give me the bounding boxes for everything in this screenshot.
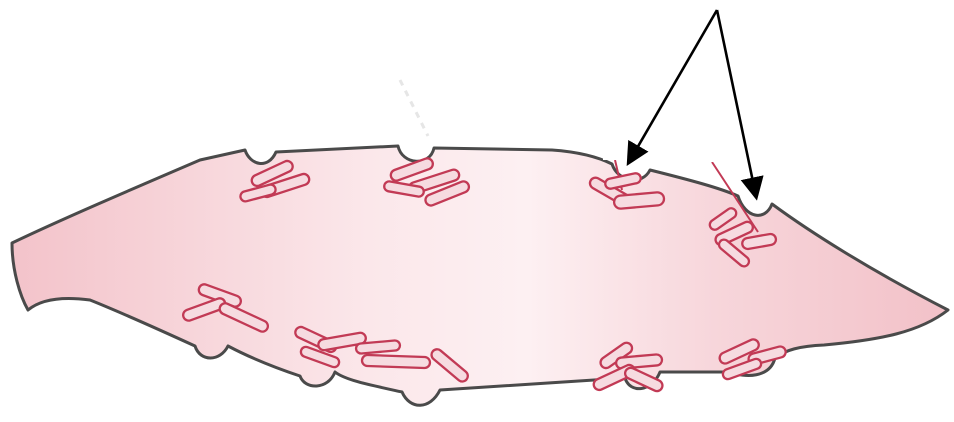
organelle [362, 355, 430, 368]
organelle [614, 192, 665, 209]
fiber-gap-left [603, 148, 631, 160]
fiber-gap-right [700, 150, 724, 162]
faint-mark [400, 80, 428, 136]
cell-body [12, 146, 948, 405]
arrow-right [717, 10, 756, 196]
arrow-left [629, 10, 717, 162]
